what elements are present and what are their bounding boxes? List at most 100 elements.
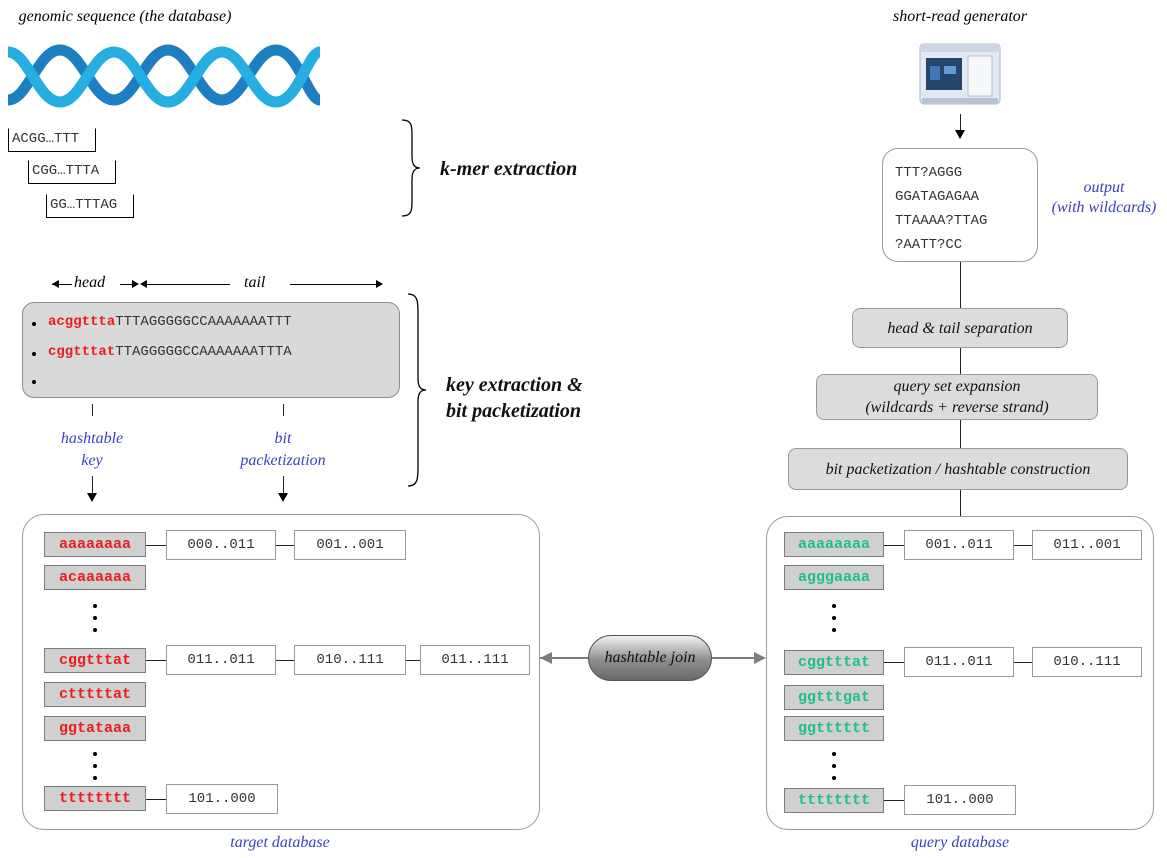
ellipsis-dot [93,628,97,632]
kmer-brace [401,119,421,217]
query-set-expansion-step: query set expansion (wildcards + reverse… [816,374,1098,420]
connector [1014,662,1032,663]
genome-caption: genomic sequence (the database) [18,8,232,25]
step-label: head & tail separation [887,319,1033,337]
head-arrow-right [120,284,134,285]
target-key: ctttttat [44,682,146,707]
join-arrowhead-left [540,652,552,664]
ellipsis-dot [93,752,97,756]
kmer-2: CGG…TTTA [28,160,117,184]
target-key: ggtataaa [44,716,146,741]
key-arrowhead [87,493,97,502]
step-label: query set expansion [893,378,1021,395]
bit-pack-line2: packetization [240,452,326,469]
join-arrowhead-right [754,652,766,664]
output-label-line1: output [1083,179,1125,196]
query-db-caption: query database [910,834,1010,851]
records-box [22,302,400,398]
read-line: ?AATT?CC [895,237,963,253]
hashtable-key-line2: key [81,452,103,469]
output-label: output (with wildcards) [1044,178,1164,218]
head-arrow-left [52,284,72,285]
connector [146,545,166,546]
query-cell: 011..001 [1032,530,1142,560]
reads-box: TTT?AGGG GGATAGAGAA TTAAAA?TTAG ?AATT?CC [882,148,1038,262]
head-arrowhead-right [132,280,139,288]
record-2-tail: TTAGGGGGCCAAAAAAATTTA [115,344,292,360]
record-2: cggtttatTTAGGGGGCCAAAAAAATTTA [48,344,292,360]
kmer-stage-label: k-mer extraction [440,158,578,180]
ellipsis-dot [93,604,97,608]
bullet [32,322,36,326]
bit-packetization-step: bit packetization / hashtable constructi… [788,448,1128,490]
generator-caption: short-read generator [892,8,1028,25]
target-cell: 101..000 [166,784,278,814]
tail-arrow-left [146,284,230,285]
generator-arrowhead [955,130,965,139]
bit-packetization-label: bit packetization [228,428,338,472]
connector [884,545,904,546]
key-brace [407,293,427,487]
hashtable-join-label: hashtable join [604,649,696,666]
step-label: bit packetization / hashtable constructi… [825,460,1091,478]
head-arrowhead-left [52,280,59,288]
query-key: agggaaaa [784,565,884,590]
bullet [32,352,36,356]
target-key: cggtttat [44,648,146,673]
generator-arrow [960,114,961,132]
head-label: head [74,274,106,291]
dna-helix-icon [8,44,320,108]
target-cell: 000..011 [166,530,276,560]
query-cell: 101..000 [904,785,1016,815]
read-line: TTAAAA?TTAG [895,213,988,229]
tail-arrowhead [278,493,288,502]
connector [146,799,166,800]
tail-arrow [283,476,284,494]
ellipsis-dot [832,616,836,620]
connector [146,660,166,661]
read-line: GGATAGAGAA [895,189,980,205]
kmer-1: ACGG…TTT [8,128,97,152]
tail-tick [283,404,284,416]
flow-line [960,262,961,308]
hashtable-key-line1: hashtable [60,430,124,447]
connector [276,660,294,661]
target-cell: 011..111 [420,645,530,675]
query-key: ggtttttt [784,716,884,741]
step-label: (wildcards + reverse strand) [865,399,1049,416]
ellipsis-dot [832,628,836,632]
key-arrow [92,476,93,494]
kmer-3: GG…TTTAG [46,194,135,218]
target-cell: 010..111 [294,645,406,675]
query-key: aaaaaaaa [784,532,884,557]
ellipsis-dot [93,764,97,768]
record-1-tail: TTTAGGGGGCCAAAAAAATTT [115,314,292,330]
sequencer-machine-icon [919,43,1001,105]
flow-line [960,420,961,448]
connector [1014,545,1032,546]
query-key: cggtttat [784,650,884,675]
read-line: TTT?AGGG [895,165,963,181]
query-cell: 001..011 [904,530,1014,560]
connector [406,660,420,661]
target-cell: 011..011 [166,645,276,675]
target-cell: 001..001 [294,530,406,560]
connector [884,800,904,801]
key-tick [92,404,93,416]
tail-arrow-right [290,284,378,285]
ellipsis-dot [832,604,836,608]
join-arrow-right [712,657,764,659]
target-key: aaaaaaaa [44,532,146,557]
tail-label: tail [244,274,266,291]
ellipsis-dot [93,776,97,780]
tail-arrowhead-left [140,280,147,288]
bullet [32,380,36,384]
connector [884,662,904,663]
hashtable-key-label: hashtable key [42,428,142,472]
record-1: acggtttaTTTAGGGGGCCAAAAAAATTT [48,314,292,330]
target-db-caption: target database [230,834,330,851]
ellipsis-dot [832,764,836,768]
key-stage-line2: bit packetization [446,400,581,422]
query-cell: 010..111 [1032,647,1142,677]
key-stage-line1: key extraction & [446,374,583,396]
